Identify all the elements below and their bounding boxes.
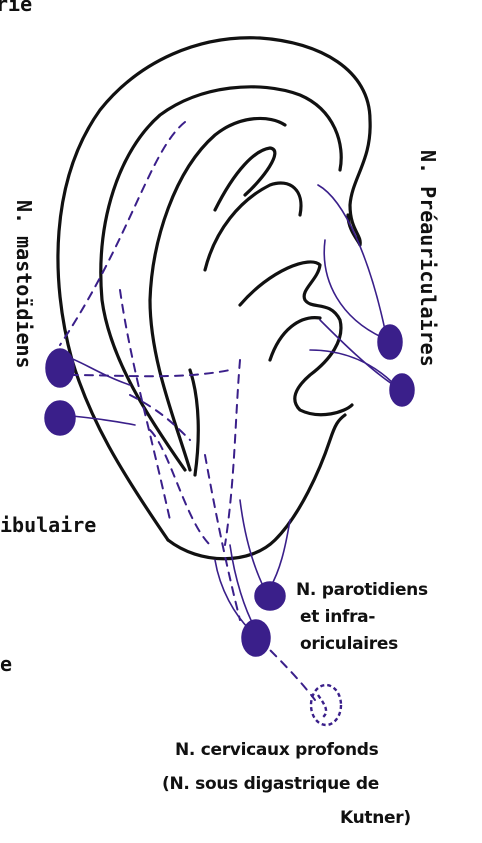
dashed-vessel-2: [120, 290, 170, 520]
vessel-parotid-3: [215, 560, 250, 630]
ear-lobe: [168, 415, 345, 559]
label-cervicaux-line1: N. cervicaux profonds: [175, 742, 378, 759]
node-mastoid-lower: [45, 401, 75, 435]
node-preauricular-lower: [390, 374, 414, 406]
lymph-vessels-dashed: [60, 122, 315, 700]
label-parotidiens-line3: oriculaires: [300, 636, 398, 653]
label-mastoidiens: N. mastoïdiens: [14, 200, 34, 369]
label-cervicaux-line3: Kutner): [340, 810, 411, 827]
vessel-preauricular-2: [324, 240, 388, 340]
ear-outline: [58, 38, 370, 559]
label-cervicaux-line2: (N. sous digastrique de: [162, 776, 379, 793]
label-mandibulaire-fragment: ibulaire: [0, 515, 96, 535]
dashed-vessel-5: [225, 360, 240, 545]
node-parotid-lower: [242, 620, 270, 656]
antihelix-crus-lower: [205, 183, 301, 270]
concha: [240, 262, 352, 415]
node-parotid-upper: [255, 582, 285, 610]
label-top-left-fragment: rie: [0, 0, 32, 14]
label-preauriculaires: N. Préauriculaires: [418, 150, 438, 367]
concha-inner: [270, 318, 320, 360]
node-preauricular-upper: [378, 325, 402, 359]
antitragus: [190, 370, 198, 475]
dashed-vessel-6: [205, 455, 240, 620]
vessel-parotid-2: [270, 520, 290, 588]
label-left-fragment-e: e: [0, 654, 12, 674]
label-parotidiens-line1: N. parotidiens: [296, 582, 428, 599]
node-mastoid-upper: [46, 349, 74, 387]
label-parotidiens-line2: et infra-: [300, 609, 375, 626]
vessel-parotid-1: [240, 500, 265, 590]
dashed-vessel-3: [70, 370, 230, 376]
node-cervical-deep: [311, 685, 341, 725]
